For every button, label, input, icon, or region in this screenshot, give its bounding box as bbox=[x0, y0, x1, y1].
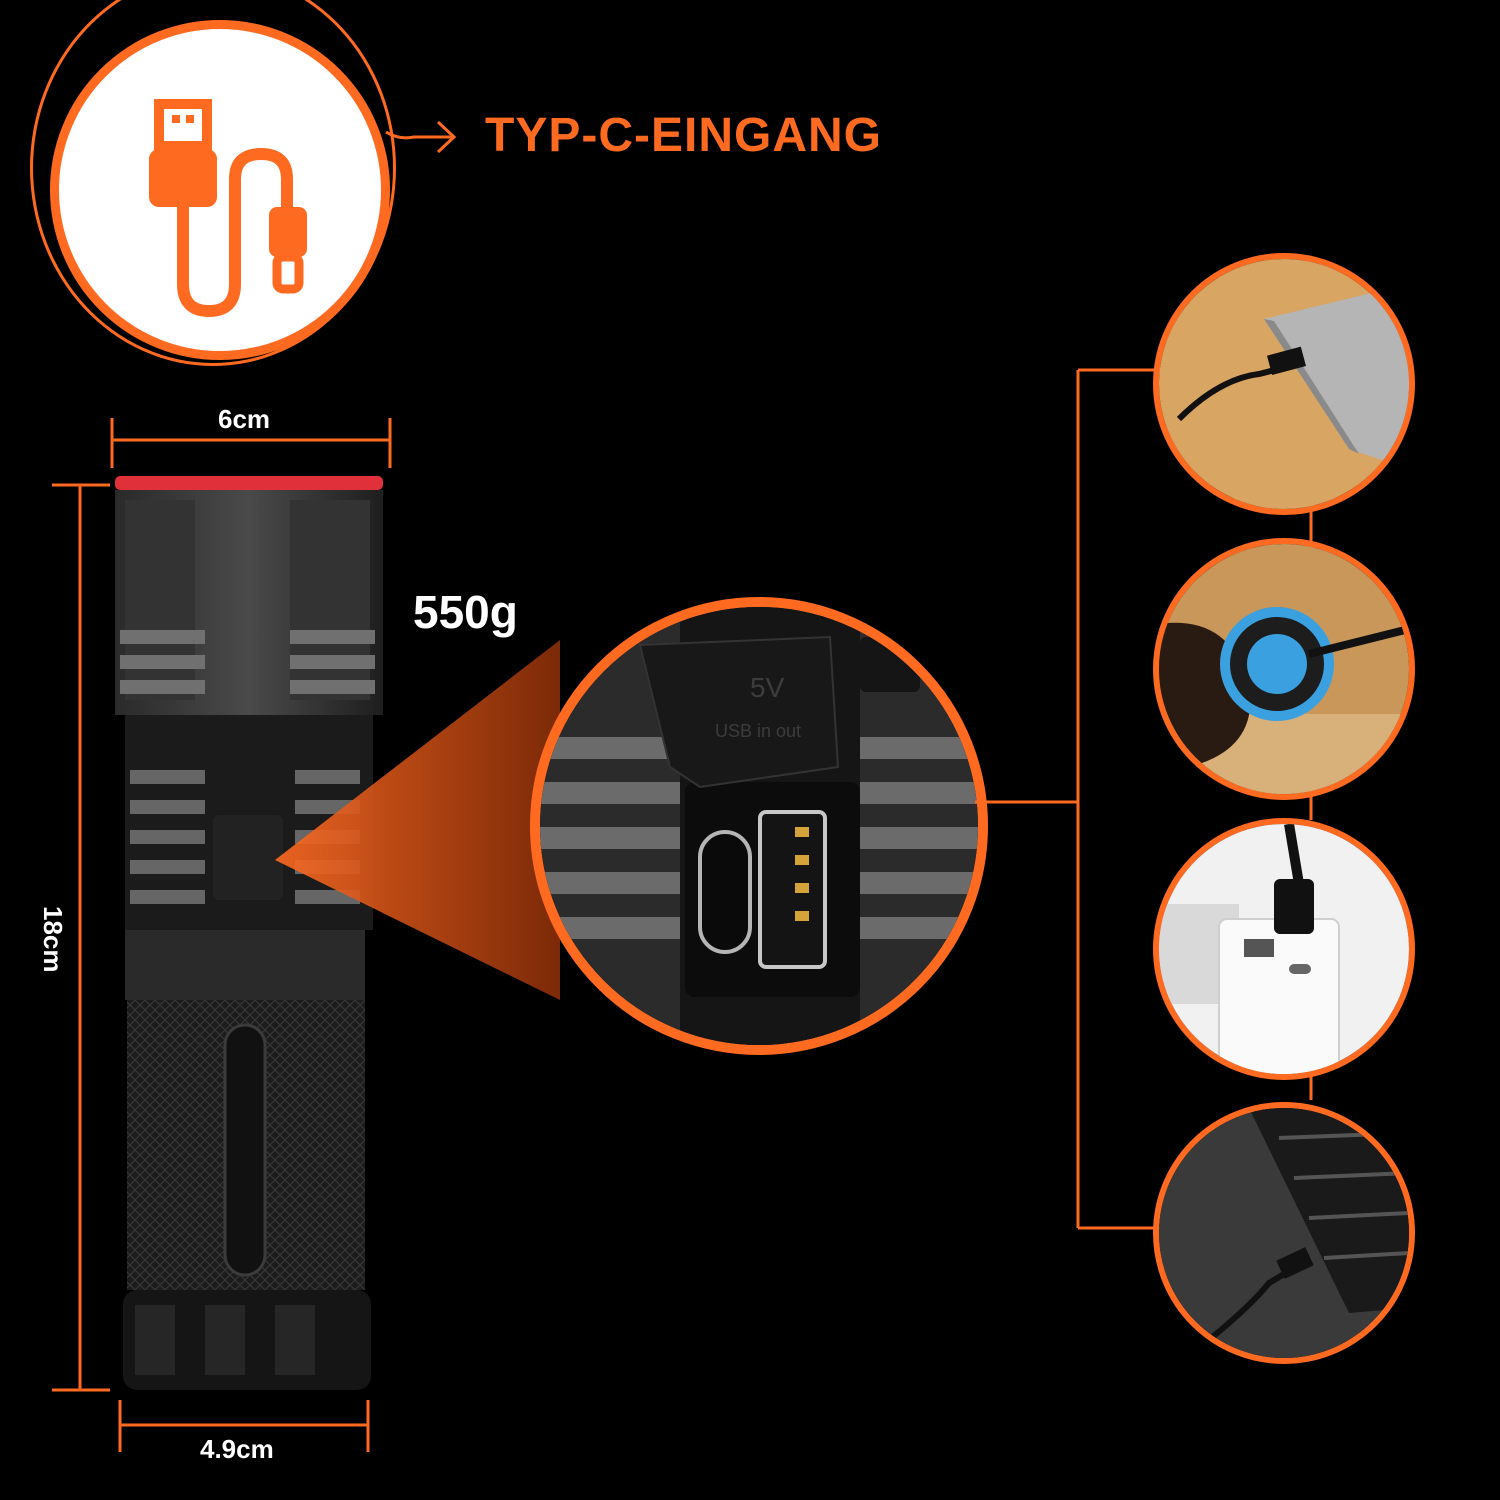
car-charger-scene bbox=[1153, 538, 1415, 800]
dimension-lines bbox=[52, 418, 392, 1452]
connector-bracket bbox=[975, 368, 1160, 1230]
usb-cable-icon bbox=[149, 99, 307, 318]
cover-voltage: 5V bbox=[750, 672, 785, 703]
weight-label: 550g bbox=[413, 586, 518, 638]
width-bottom-label: 4.9cm bbox=[200, 1434, 274, 1464]
port-closeup: 5V USB in out bbox=[530, 597, 988, 1055]
usb-c-port bbox=[698, 830, 752, 954]
usb-badge bbox=[50, 20, 390, 360]
cover-usb: USB in out bbox=[715, 721, 801, 741]
wall-adapter-scene bbox=[1153, 818, 1415, 1080]
usb-a-port bbox=[758, 810, 827, 969]
arrow-icon bbox=[385, 120, 457, 154]
powerbank-scene bbox=[1153, 1102, 1415, 1364]
laptop-charging-scene bbox=[1153, 253, 1415, 515]
width-top-label: 6cm bbox=[218, 404, 271, 434]
flashlight-image bbox=[115, 476, 383, 1390]
port-closeup-image: 5V USB in out bbox=[540, 607, 978, 1045]
zoom-cone bbox=[275, 640, 560, 1000]
page-title: TYP-C-EINGANG bbox=[485, 109, 882, 162]
badge-outer-ring bbox=[30, 0, 396, 366]
height-label: 18cm bbox=[38, 906, 68, 973]
